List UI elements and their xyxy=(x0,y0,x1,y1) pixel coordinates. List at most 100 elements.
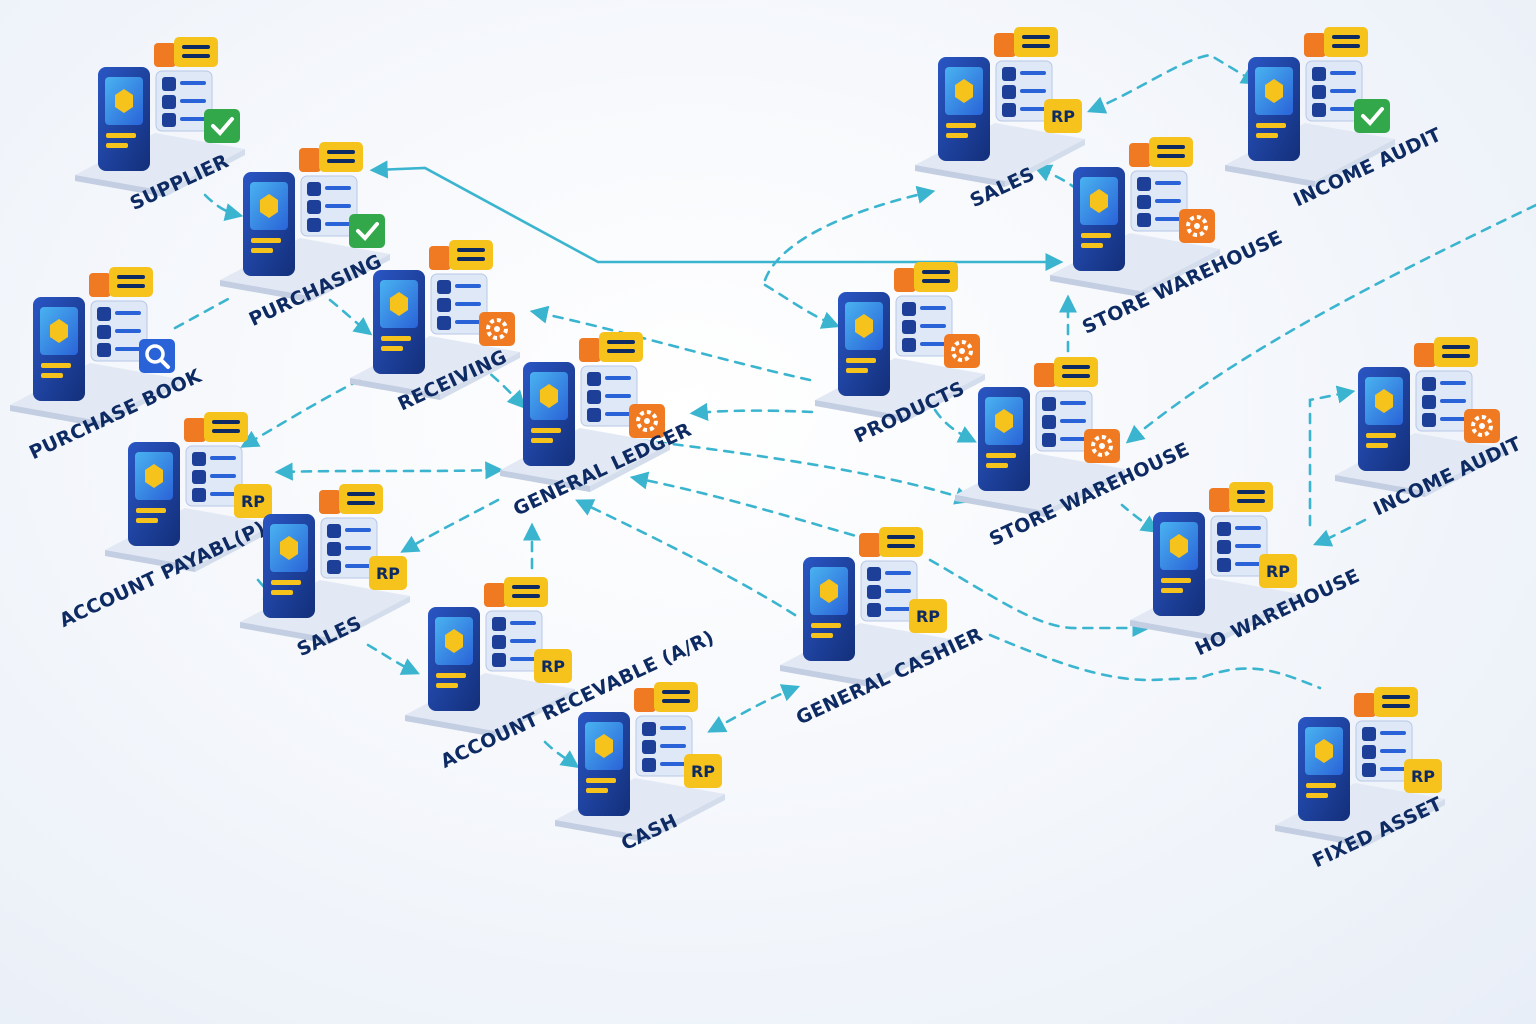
list-panel-icon xyxy=(1035,390,1093,452)
device-icon xyxy=(978,387,1030,491)
connector-24 xyxy=(933,408,977,443)
tag-icon xyxy=(579,332,643,362)
rp-badge xyxy=(909,599,947,633)
rp-badge xyxy=(534,649,572,683)
platform xyxy=(220,238,390,296)
list-panel-icon xyxy=(1355,720,1413,782)
device-icon xyxy=(128,442,180,546)
gear-icon xyxy=(629,404,665,438)
list-panel-icon xyxy=(185,445,243,507)
rp-badge xyxy=(684,754,722,788)
tag-icon xyxy=(1354,687,1418,717)
connector-25 xyxy=(1125,203,1536,444)
connector-15 xyxy=(707,684,801,733)
module-income-audit-top[interactable]: INCOME AUDIT xyxy=(1225,27,1445,211)
gear-icon xyxy=(1084,429,1120,463)
rp-badge xyxy=(1404,759,1442,793)
device-icon xyxy=(838,292,890,396)
device-icon xyxy=(1248,57,1300,161)
module-purchasing[interactable]: PURCHASING xyxy=(220,142,390,331)
platform xyxy=(350,336,520,394)
platform xyxy=(1225,123,1395,181)
tag-icon xyxy=(1209,482,1273,512)
device-icon xyxy=(938,57,990,161)
list-panel-icon xyxy=(895,295,953,357)
device-icon xyxy=(803,557,855,661)
device-icon xyxy=(1358,367,1410,471)
connector-14 xyxy=(543,740,580,769)
platform xyxy=(10,363,180,421)
module-income-audit-right[interactable]: INCOME AUDIT xyxy=(1335,337,1525,520)
device-icon xyxy=(33,297,85,401)
connector-27 xyxy=(1312,518,1367,547)
gear-icon xyxy=(479,312,515,346)
tag-icon xyxy=(484,577,548,607)
platform xyxy=(1335,433,1505,491)
tag-icon xyxy=(634,682,698,712)
connector-5 xyxy=(369,160,1064,272)
module-products[interactable]: PRODUCTS xyxy=(815,262,985,448)
connector-7 xyxy=(274,461,504,481)
rp-badge-label: RP xyxy=(916,607,940,626)
connector-11 xyxy=(400,498,500,553)
device-icon xyxy=(1298,717,1350,821)
device-icon xyxy=(428,607,480,711)
check-icon xyxy=(1354,99,1390,133)
gear-icon xyxy=(1179,209,1215,243)
rp-badge-label: RP xyxy=(241,492,265,511)
connector-30 xyxy=(988,633,1322,690)
rp-badge-label: RP xyxy=(541,657,565,676)
rp-badge-label: RP xyxy=(691,762,715,781)
device-icon xyxy=(373,270,425,374)
check-icon xyxy=(204,109,240,143)
list-panel-icon xyxy=(90,300,148,362)
rp-badge-label: RP xyxy=(1051,107,1075,126)
list-panel-icon xyxy=(860,560,918,622)
gear-icon xyxy=(944,334,980,368)
connector-9 xyxy=(689,402,814,421)
device-icon xyxy=(243,172,295,276)
rp-badge xyxy=(1044,99,1082,133)
rp-badge-label: RP xyxy=(1411,767,1435,786)
list-panel-icon xyxy=(1130,170,1188,232)
device-icon xyxy=(578,712,630,816)
tag-icon xyxy=(994,27,1058,57)
list-panel-icon xyxy=(430,273,488,335)
list-panel-icon xyxy=(155,70,213,132)
list-panel-icon xyxy=(1415,370,1473,432)
tag-icon xyxy=(894,262,958,292)
list-panel-icon xyxy=(1305,60,1363,122)
tag-icon xyxy=(1304,27,1368,57)
platform xyxy=(105,508,275,566)
connector-21 xyxy=(1032,164,1080,192)
platform xyxy=(555,778,725,836)
connector-19 xyxy=(763,185,936,282)
connector-8 xyxy=(486,370,526,410)
list-panel-icon xyxy=(300,175,358,237)
rp-badge-label: RP xyxy=(376,564,400,583)
device-icon xyxy=(1153,512,1205,616)
platform xyxy=(1050,233,1220,291)
list-panel-icon xyxy=(995,60,1053,122)
module-general-ledger[interactable]: GENERAL LEDGER xyxy=(500,332,695,520)
rp-badge xyxy=(1259,554,1297,588)
connector-4 xyxy=(240,378,362,448)
platform xyxy=(955,453,1125,511)
rp-badge xyxy=(234,484,272,518)
connector-22 xyxy=(1086,53,1260,114)
platform xyxy=(75,133,245,191)
rp-badge-label: RP xyxy=(1266,562,1290,581)
tag-icon xyxy=(299,142,363,172)
module-purchase-book[interactable]: PURCHASE BOOK xyxy=(10,267,206,464)
module-supplier[interactable]: SUPPLIER xyxy=(75,37,245,215)
list-panel-icon xyxy=(1210,515,1268,577)
list-panel-icon xyxy=(580,365,638,427)
connector-17 xyxy=(629,471,872,542)
